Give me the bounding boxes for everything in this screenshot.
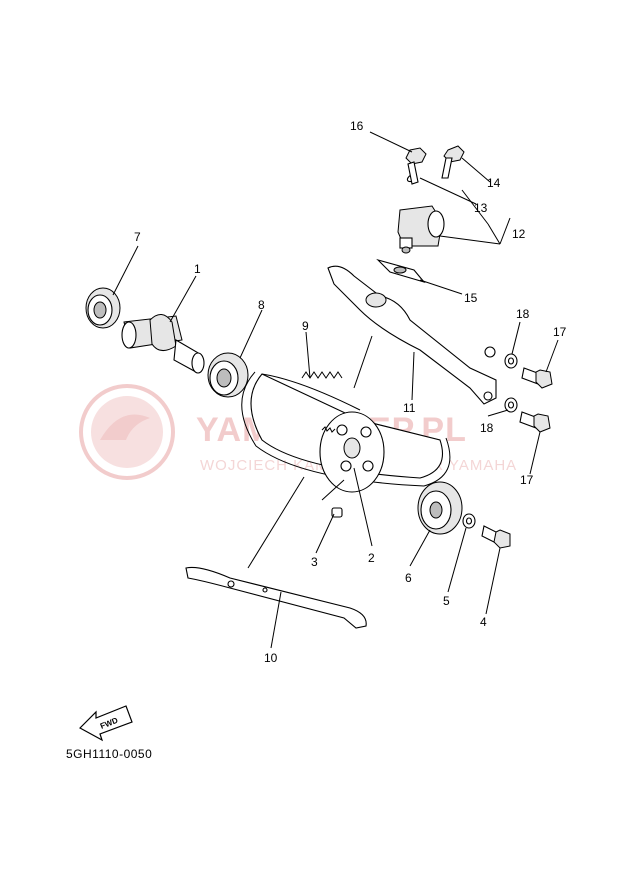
part-1-camshaft [121,314,205,374]
callout-6: 6 [405,571,412,585]
callout-3: 3 [311,555,318,569]
callout-9: 9 [302,319,309,333]
part-6-plate [417,481,463,535]
callout-18-upper: 18 [516,307,530,321]
part-10-chain-guide [185,566,367,629]
callout-11: 11 [403,401,416,415]
callout-1: 1 [194,262,201,276]
part-11-tensioner-guide [327,265,497,405]
part-2-cam-sprocket [319,411,385,493]
part-14-bolt [441,145,465,179]
callout-5: 5 [443,594,450,608]
part-12-tensioner [397,205,445,254]
callout-15: 15 [464,291,478,305]
part-17-bolt-upper [521,367,553,389]
diagram-code: 5GH1110-0050 [66,747,153,761]
callout-8: 8 [258,298,265,312]
part-3-pin [331,507,343,518]
leader-lines [112,131,559,649]
part-18-washer-lower [504,397,518,413]
fwd-arrow-icon: FWD [79,705,133,742]
part-5-washer [462,513,476,529]
callout-17-upper: 17 [553,325,567,339]
callout-2: 2 [368,551,375,565]
callout-16: 16 [350,119,364,133]
callout-7: 7 [134,230,141,244]
callout-17-lower: 17 [520,473,534,487]
part-9-spring [301,371,343,379]
callout-13: 13 [474,201,488,215]
part-18-washer-upper [504,353,518,369]
callouts: 7 1 8 9 16 14 13 12 15 18 17 11 18 17 3 … [134,119,567,665]
callout-4: 4 [480,615,487,629]
part-4-bolt [481,525,511,549]
callout-14: 14 [487,176,501,190]
part-17-bolt-lower [519,411,551,433]
watermark-logo-mark [100,414,150,440]
callout-12: 12 [512,227,526,241]
part-8-bearing [207,352,249,398]
callout-10: 10 [264,651,278,665]
watermark-logo-ring [79,384,175,480]
part-7-bearing [85,287,121,329]
callout-18-lower: 18 [480,421,494,435]
part-15-gasket [376,258,426,284]
